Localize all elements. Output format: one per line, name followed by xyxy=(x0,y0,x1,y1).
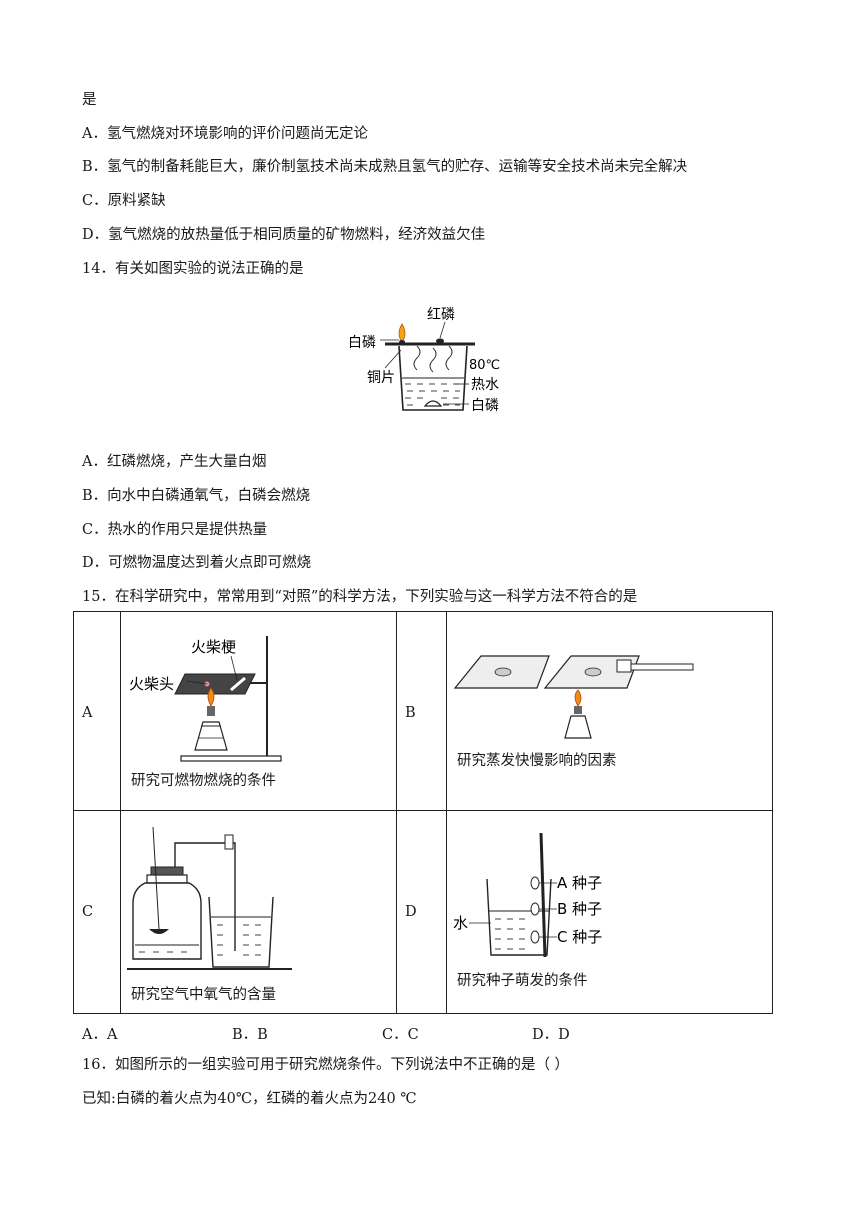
label-seed-b: B 种子 xyxy=(557,900,602,918)
caption-c: 研究空气中氧气的含量 xyxy=(131,987,276,1003)
cell-figure-d: A 种子 B 种子 C 种子 水 研究种子萌发的条件 xyxy=(446,810,773,1014)
label-match-stick: 火柴梗 xyxy=(191,638,236,656)
answer-choice-c: C．C xyxy=(382,1027,419,1043)
label-red-phosphorus: 红磷 xyxy=(427,307,455,323)
option-c-line: C．原料紧缺 xyxy=(82,193,166,209)
label-white-phosphorus-top: 白磷 xyxy=(348,335,376,351)
question-14: 14．有关如图实验的说法正确的是 xyxy=(82,261,304,277)
option-a-line: A．氢气燃烧对环境影响的评价问题尚无定论 xyxy=(82,126,368,142)
match-experiment-figure: 火柴梗 火柴头 xyxy=(129,636,282,762)
seed-germination-figure: A 种子 B 种子 C 种子 水 xyxy=(453,832,602,958)
cell-letter-a: A xyxy=(73,611,121,811)
text-line-1: 是 xyxy=(82,92,97,108)
answer-choice-a: A．A xyxy=(82,1027,118,1043)
q14-option-a: A．红磷燃烧，产生大量白烟 xyxy=(82,454,267,470)
oxygen-content-figure xyxy=(127,826,292,970)
q14-option-b: B．向水中白磷通氧气，白磷会燃烧 xyxy=(82,488,311,504)
cell-letter-d: D xyxy=(396,810,447,1014)
question-15: 15．在科学研究中，常常用到“对照”的科学方法，下列实验与这一科学方法不符合的是 xyxy=(82,589,638,605)
cell-letter-c: C xyxy=(73,810,121,1014)
label-hot-water: 热水 xyxy=(471,377,499,393)
option-d-line: D．氢气燃烧的放热量低于相同质量的矿物燃料，经济效益欠佳 xyxy=(82,227,486,243)
cell-figure-c: 研究空气中氧气的含量 xyxy=(120,810,397,1014)
experiments-table: A 火柴梗 火柴头 xyxy=(73,611,773,1014)
label-copper-sheet: 铜片 xyxy=(367,370,395,386)
caption-d: 研究种子萌发的条件 xyxy=(457,973,588,989)
label-match-head: 火柴头 xyxy=(129,675,174,693)
cell-figure-a: 火柴梗 火柴头 研究可燃物燃烧的条件 xyxy=(120,611,397,811)
label-seed-c: C 种子 xyxy=(557,928,602,946)
label-water: 水 xyxy=(453,914,468,932)
label-white-phosphorus-bottom: 白磷 xyxy=(471,398,499,414)
q14-option-d: D．可燃物温度达到着火点即可燃烧 xyxy=(82,555,312,571)
question-16: 16．如图所示的一组实验可用于研究燃烧条件。下列说法中不正确的是（ ） xyxy=(82,1057,570,1073)
answer-choice-d: D．D xyxy=(532,1027,570,1043)
evaporation-figure xyxy=(453,655,694,739)
caption-a: 研究可燃物燃烧的条件 xyxy=(131,773,276,789)
q14-option-c: C．热水的作用只是提供热量 xyxy=(82,522,268,538)
label-seed-a: A 种子 xyxy=(557,874,602,892)
question-16-known: 已知:白磷的着火点为40℃，红磷的着火点为240 ℃ xyxy=(82,1091,417,1107)
answer-choice-b: B．B xyxy=(232,1027,268,1043)
caption-b: 研究蒸发快慢影响的因素 xyxy=(457,753,617,769)
cell-letter-b: B xyxy=(396,611,447,811)
option-b-line: B．氢气的制备耗能巨大，廉价制氢技术尚未成熟且氢气的贮存、运输等安全技术尚未完全… xyxy=(82,159,688,175)
label-temperature: 80℃ xyxy=(469,358,500,373)
cell-figure-b: 研究蒸发快慢影响的因素 xyxy=(446,611,773,811)
phosphorus-experiment-figure: 红磷 白磷 80℃ 铜片 热水 白磷 xyxy=(348,307,500,414)
